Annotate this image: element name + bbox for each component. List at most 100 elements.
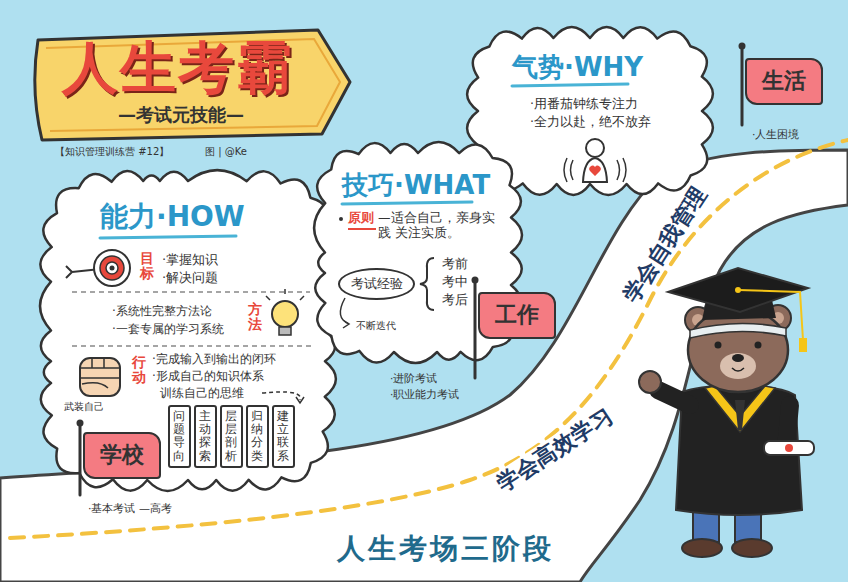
- bullet-text: ·形成自己的知识体系: [152, 369, 264, 383]
- keyword-text: 建立联系: [277, 410, 289, 463]
- branch-text: 考后: [442, 292, 468, 308]
- fist-icon: [80, 358, 120, 378]
- pole-knob: [77, 43, 746, 427]
- road-text: 学会高效学习: [490, 402, 620, 499]
- section-label: 方法: [248, 302, 262, 333]
- heading-underline: [100, 236, 236, 238]
- keyword-box: 归纳分类: [246, 405, 269, 468]
- bear-graduate: [682, 539, 722, 557]
- bear-graduate: [764, 441, 814, 455]
- oval-box: 考试经验: [338, 268, 415, 300]
- caption-text: 人生考场三阶段: [337, 532, 554, 566]
- bear-graduate: [658, 390, 690, 405]
- bullet-text: ·掌握知识: [162, 252, 218, 268]
- flag-note: ·进阶考试: [390, 372, 437, 385]
- target-icon: [72, 268, 110, 272]
- heading-underline: [342, 202, 472, 204]
- pole-knob: [739, 43, 746, 50]
- loop-arrow: [340, 298, 349, 328]
- stage-flag: 学校: [83, 432, 161, 479]
- pole-knob: [472, 277, 479, 284]
- flag-text: 学校: [99, 442, 145, 468]
- bear-graduate: [755, 342, 762, 349]
- branch-text: 考中: [442, 274, 468, 290]
- signpost-board: [35, 30, 350, 140]
- loop-arrow: [340, 298, 349, 324]
- keyword-text: 层层剖析: [225, 410, 237, 463]
- target-icon: [106, 262, 118, 274]
- bear-graduate: [688, 308, 788, 392]
- bear-graduate: [732, 368, 744, 371]
- bullet-text: 训练自己的思维: [160, 386, 244, 400]
- bear-graduate: [799, 338, 807, 352]
- cloud-heading: 技巧·WHAT: [342, 170, 490, 201]
- target-icon: [110, 266, 115, 271]
- keyword-box: 层层剖析: [220, 405, 243, 468]
- stage-flag: 工作: [478, 292, 556, 339]
- bullet-text: ·完成输入到输出的闭环: [152, 352, 276, 366]
- flag-text: 生活: [761, 68, 807, 94]
- bear-graduate: [785, 444, 793, 452]
- bullet-text: ·解决问题: [162, 270, 218, 286]
- bullet-text: ·一套专属的学习系统: [112, 322, 224, 336]
- bear-graduate: [738, 290, 803, 340]
- person-figure: [564, 139, 626, 182]
- heading-underline: [512, 84, 628, 86]
- brace: [420, 258, 434, 310]
- bear-graduate: [732, 539, 772, 557]
- divider-line: [72, 345, 312, 347]
- highlight-underline: [348, 228, 376, 230]
- person-figure: [564, 158, 626, 182]
- title-text: 人生考霸: [62, 34, 294, 101]
- flag-text: 工作: [494, 302, 540, 328]
- signpost-board: [35, 30, 350, 140]
- flag-pole: [79, 425, 82, 495]
- target-icon: [66, 266, 72, 278]
- flag-pole: [80, 48, 742, 495]
- icon-caption: 武装自己: [64, 401, 104, 413]
- road: [0, 150, 848, 582]
- stage-flag: 生活: [745, 58, 823, 105]
- series-note: 【知识管理训练营 #12】: [55, 146, 169, 158]
- fist-icon: [80, 358, 120, 396]
- section-label: 原则: [348, 210, 374, 226]
- keyword-box: 问题导向: [168, 405, 191, 468]
- road-text: 学会自我管理: [616, 180, 713, 310]
- target-icon: [100, 256, 124, 280]
- flag-pole: [474, 282, 477, 378]
- dashed-arrow: [262, 392, 300, 400]
- lightbulb-icon: [279, 327, 291, 335]
- bullet-text: ·用番茄钟练专注力: [530, 96, 638, 111]
- bullet-text: ·全力以赴，绝不放弃: [530, 114, 651, 129]
- pole-knob: [77, 420, 84, 427]
- bear-graduate: [720, 353, 756, 379]
- lightbulb-icon: [272, 301, 298, 327]
- subtitle-text: —考试元技能—: [118, 104, 244, 126]
- loop-caption: 不断迭代: [356, 320, 396, 332]
- bullet-text: ·系统性完整方法论: [112, 304, 212, 318]
- lightbulb-icon: [266, 289, 304, 335]
- cloud-outline: [40, 170, 336, 491]
- bear-graduate: [735, 400, 745, 430]
- divider-line: [72, 291, 310, 293]
- bear-graduate: [715, 342, 722, 349]
- keyword-text: 主动探索: [199, 410, 211, 463]
- dashed-arrow: [262, 392, 304, 403]
- road-centerline: [10, 140, 848, 538]
- keyword-text: 归纳分类: [251, 410, 263, 463]
- loop-arrow: [343, 320, 349, 328]
- person-figure: [583, 158, 607, 182]
- flag-note: ·基本考试 —高考: [88, 502, 172, 515]
- credit-note: 图 | @Ke: [205, 146, 247, 158]
- flag-pole: [741, 48, 744, 125]
- person-figure: [586, 139, 604, 157]
- bear-graduate: [690, 323, 786, 338]
- section-label: 目标: [140, 251, 154, 282]
- keyword-box: 主动探索: [194, 405, 217, 468]
- oval-text: 考试经验: [350, 276, 403, 292]
- target-icon: [94, 250, 130, 286]
- bear-graduate: [639, 268, 814, 557]
